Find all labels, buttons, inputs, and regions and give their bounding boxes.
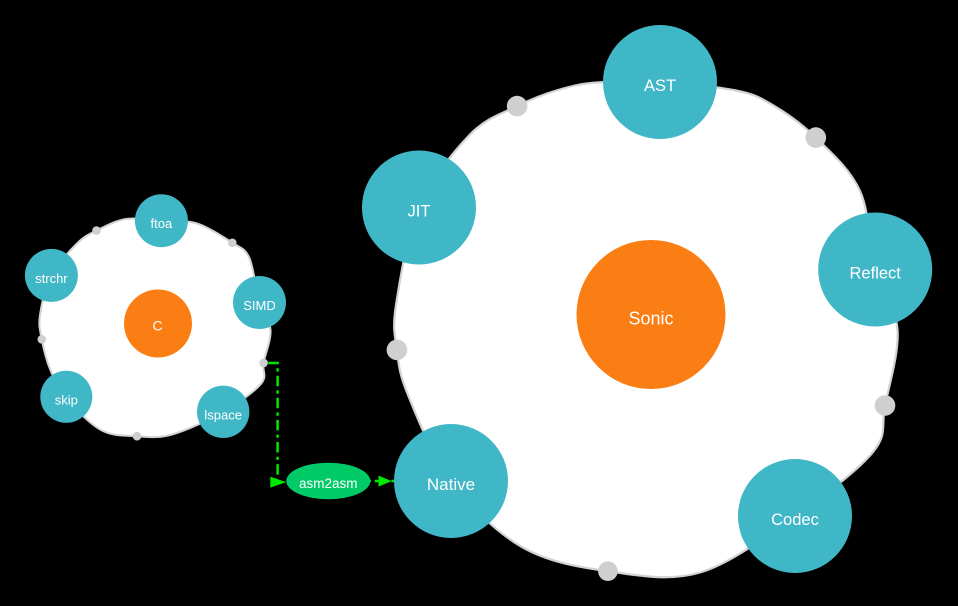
svg-text:Codec: Codec — [771, 511, 819, 529]
svg-text:lspace: lspace — [204, 407, 242, 422]
svg-text:Sonic: Sonic — [628, 309, 673, 329]
svg-text:Reflect: Reflect — [850, 265, 902, 283]
svg-text:C: C — [152, 318, 162, 334]
svg-text:strchr: strchr — [35, 271, 68, 286]
svg-text:Native: Native — [427, 475, 475, 494]
svg-text:AST: AST — [644, 77, 676, 95]
svg-text:asm2asm: asm2asm — [299, 476, 358, 491]
svg-text:JIT: JIT — [408, 203, 431, 221]
svg-text:SIMD: SIMD — [243, 298, 276, 313]
svg-text:ftoa: ftoa — [151, 216, 173, 231]
svg-text:skip: skip — [55, 392, 78, 407]
